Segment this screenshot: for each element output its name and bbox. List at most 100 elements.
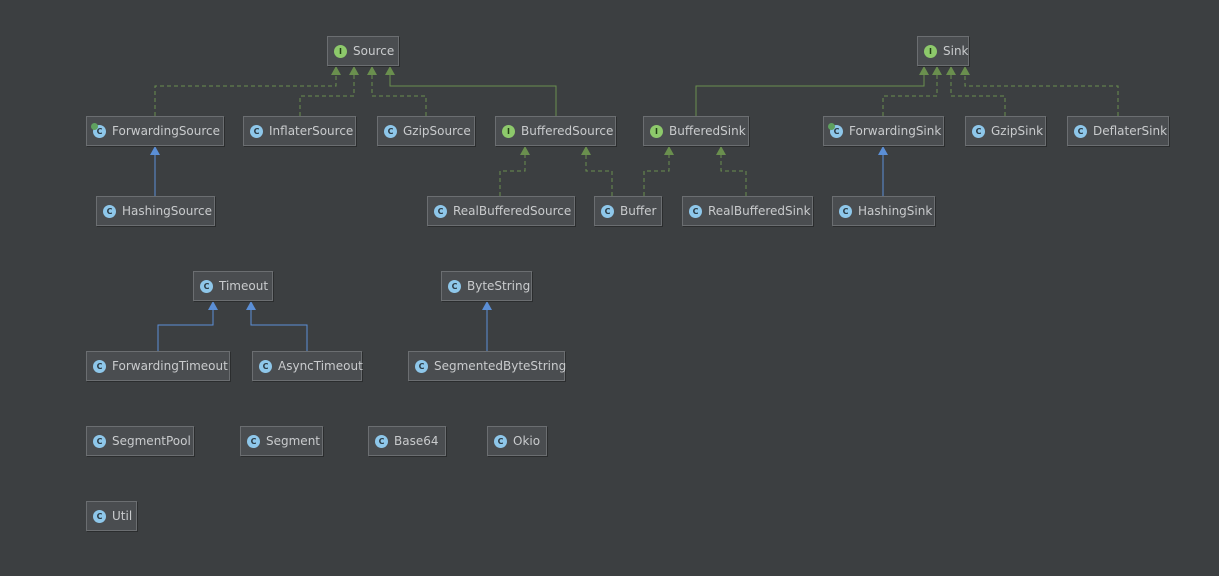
class-node-label: GzipSink [991,124,1044,138]
edge-implements [367,66,427,116]
class-node-gzip-sink[interactable]: C GzipSink [965,116,1046,146]
class-node-label: SegmentPool [112,434,191,448]
class-icon: C [93,434,106,448]
class-node-label: InflaterSource [269,124,354,138]
class-icon: C [384,124,397,138]
class-icon: C [601,204,614,218]
arrowhead [664,146,674,155]
class-node-label: Okio [513,434,541,448]
class-node-forwarding-timeout[interactable]: C ForwardingTimeout [86,351,230,381]
edge-extends [482,301,492,351]
edge-implements [581,146,613,196]
arrowhead [946,66,956,75]
edge-implements [716,146,747,196]
class-node-label: BufferedSink [669,124,746,138]
class-icon: C [415,359,428,373]
class-node-timeout[interactable]: C Timeout [193,271,273,301]
class-icon: C [1074,124,1087,138]
edge-implements [882,66,942,116]
class-node-label: ForwardingSink [849,124,942,138]
class-node-label: BufferedSource [521,124,614,138]
edge-implements [499,146,530,196]
class-node-real-buffered-source[interactable]: C RealBufferedSource [427,196,575,226]
arrowhead [716,146,726,155]
arrowhead [482,301,492,310]
class-icon: C [93,509,106,523]
arrowhead [150,146,160,155]
edge-implements [643,146,674,196]
class-node-real-buffered-sink[interactable]: C RealBufferedSink [682,196,813,226]
class-icon: C [494,434,507,448]
arrowhead [208,301,218,310]
class-node-label: RealBufferedSource [453,204,572,218]
class-node-label: DeflaterSink [1093,124,1168,138]
interface-icon: I [334,44,347,58]
class-icon: C [259,359,272,373]
class-icon: C [93,359,106,373]
arrowhead [581,146,591,155]
edge-extends [150,146,160,196]
edge-implements [154,66,341,116]
class-node-label: HashingSink [858,204,933,218]
class-icon: C [434,204,447,218]
class-node-okio[interactable]: C Okio [487,426,547,456]
class-node-label: Base64 [394,434,439,448]
edge-extends [157,301,218,351]
class-node-inflater-source[interactable]: C InflaterSource [243,116,356,146]
class-node-label: GzipSource [403,124,471,138]
interface-icon: I [924,44,937,58]
class-node-label: RealBufferedSink [708,204,811,218]
abstract-icon: C [828,122,843,138]
class-node-buffer[interactable]: C Buffer [594,196,662,226]
class-icon: C [972,124,985,138]
class-icon: C [689,204,702,218]
arrowhead [367,66,377,75]
class-node-deflater-sink[interactable]: C DeflaterSink [1067,116,1169,146]
arrowhead [960,66,970,75]
edge-implements [960,66,1119,116]
arrowhead [246,301,256,310]
class-node-hashing-sink[interactable]: C HashingSink [832,196,935,226]
arrowhead [919,66,929,75]
class-node-forwarding-sink[interactable]: C ForwardingSink [823,116,944,146]
class-node-buffered-sink[interactable]: I BufferedSink [643,116,749,146]
class-icon: C [448,279,461,293]
class-icon: C [247,434,260,448]
class-node-label: Buffer [620,204,657,218]
abstract-icon: C [91,122,106,138]
class-node-label: ForwardingTimeout [112,359,228,373]
edge-extends [246,301,308,351]
class-icon: C [250,124,263,138]
arrowhead [349,66,359,75]
class-icon: C [200,279,213,293]
arrowhead [331,66,341,75]
class-node-segment-pool[interactable]: C SegmentPool [86,426,194,456]
class-node-source[interactable]: I Source [327,36,399,66]
edge-extends [878,146,888,196]
class-node-util[interactable]: C Util [86,501,137,531]
interface-icon: I [502,124,515,138]
class-icon: C [839,204,852,218]
edge-extends-interface [695,66,929,116]
class-node-sink[interactable]: I Sink [917,36,969,66]
arrowhead [932,66,942,75]
class-node-label: Timeout [219,279,269,293]
class-icon: C [103,204,116,218]
class-node-buffered-source[interactable]: I BufferedSource [495,116,616,146]
class-node-label: Util [112,509,133,523]
class-node-label: Sink [943,44,969,58]
interface-icon: I [650,124,663,138]
class-node-gzip-source[interactable]: C GzipSource [377,116,475,146]
edge-implements [299,66,359,116]
class-node-label: Source [353,44,395,58]
arrowhead [385,66,395,75]
